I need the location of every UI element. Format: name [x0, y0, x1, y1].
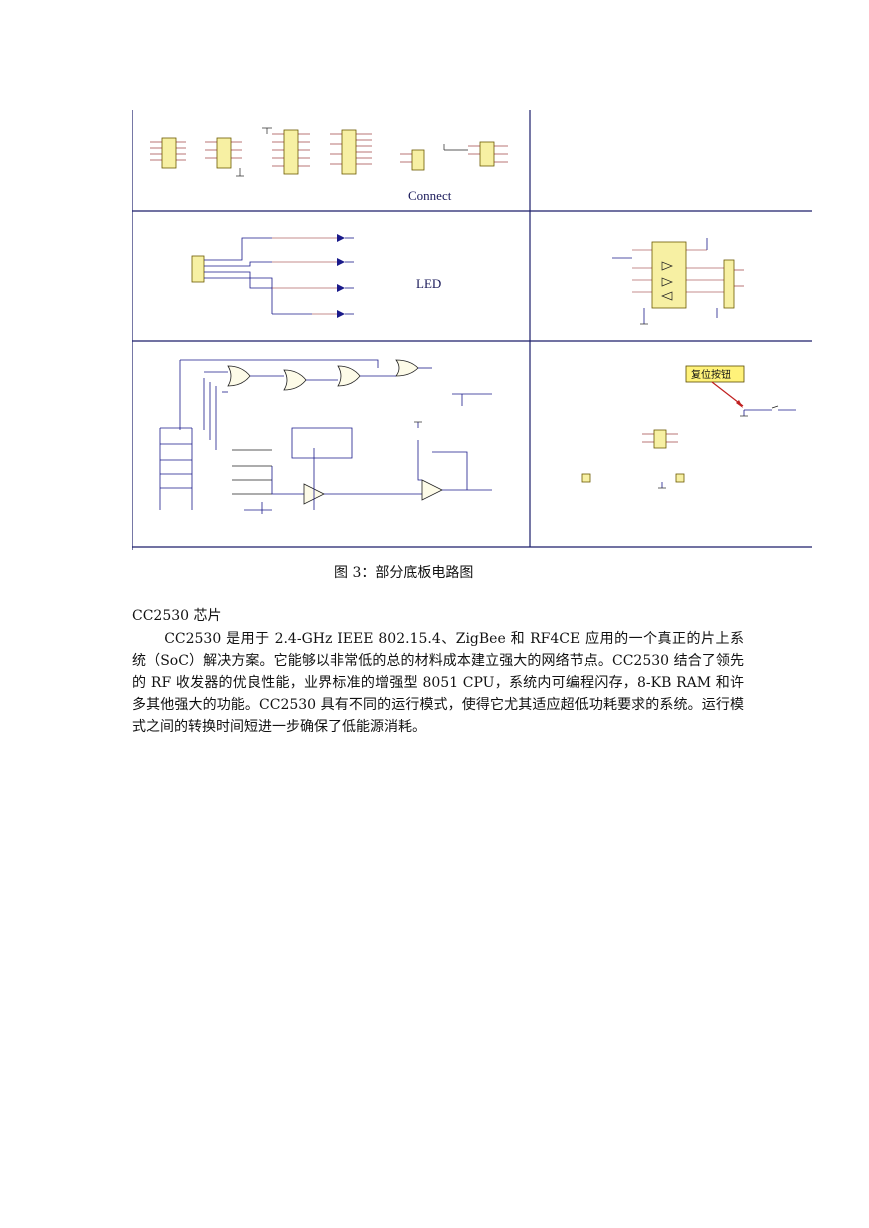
led-label: LED: [416, 276, 441, 291]
figure-caption: 图 3：部分底板电路图: [334, 565, 474, 581]
connect-label: Connect: [408, 188, 452, 203]
section-heading: CC2530 芯片: [132, 608, 222, 624]
schematic-figure: Connect LED: [132, 110, 812, 550]
body-paragraph: CC2530 是用于 2.4-GHz IEEE 802.15.4、ZigBee …: [132, 631, 744, 735]
led-circuit: [191, 234, 354, 318]
reset-callout-label: 复位按钮: [691, 368, 731, 381]
reset-button-circuit: 复位按钮: [581, 365, 796, 489]
serial-interface-circuit: [612, 238, 744, 325]
connector-headers: [150, 127, 508, 177]
reset-callout-box: [685, 365, 745, 383]
schematic-drawing: Connect LED: [132, 110, 812, 550]
logic-analog-circuit: [159, 359, 492, 514]
